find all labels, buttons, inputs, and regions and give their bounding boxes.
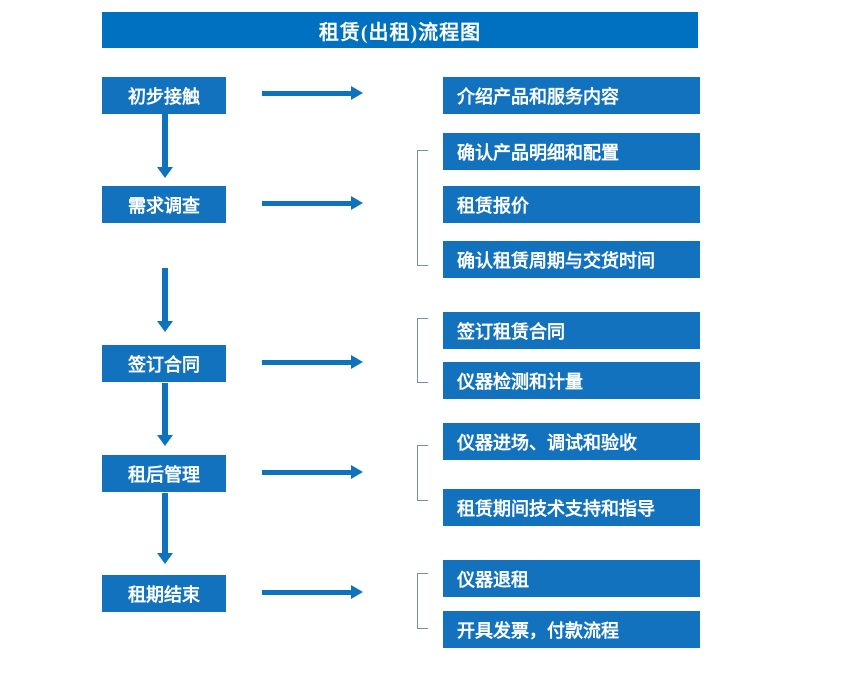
detail-box-1-1[interactable]: 介绍产品和服务内容 xyxy=(443,77,700,114)
detail-box-2-3[interactable]: 确认租赁周期与交货时间 xyxy=(443,241,700,278)
arrow-shaft xyxy=(262,360,351,365)
detail-box-5-1[interactable]: 仪器退租 xyxy=(443,560,700,597)
flow-arrow-down-2 xyxy=(157,268,173,332)
group-bracket-5 xyxy=(417,573,428,629)
detail-box-3-2[interactable]: 仪器检测和计量 xyxy=(443,362,700,399)
stage-box-3[interactable]: 签订合同 xyxy=(102,345,226,382)
arrow-shaft xyxy=(262,470,351,475)
flow-arrow-down-4 xyxy=(157,493,173,564)
arrow-shaft xyxy=(162,268,168,321)
arrow-head xyxy=(157,553,173,564)
flow-arrow-right-2 xyxy=(262,196,363,210)
flow-arrow-down-1 xyxy=(157,114,173,178)
arrow-shaft xyxy=(162,493,168,553)
stage-box-4[interactable]: 租后管理 xyxy=(102,455,226,492)
stage-box-1[interactable]: 初步接触 xyxy=(102,77,226,114)
arrow-head xyxy=(157,167,173,178)
flow-arrow-down-3 xyxy=(157,383,173,446)
detail-box-2-2[interactable]: 租赁报价 xyxy=(443,186,700,223)
stage-box-2[interactable]: 需求调查 xyxy=(102,186,226,223)
detail-box-5-2[interactable]: 开具发票，付款流程 xyxy=(443,611,700,648)
diagram-title: 租赁(出租)流程图 xyxy=(102,12,698,48)
arrow-head xyxy=(351,465,363,479)
arrow-head xyxy=(351,86,363,100)
group-bracket-4 xyxy=(417,445,428,501)
arrow-shaft xyxy=(162,114,168,167)
group-bracket-2 xyxy=(417,150,428,266)
arrow-head xyxy=(351,196,363,210)
arrow-head xyxy=(157,435,173,446)
flow-arrow-right-1 xyxy=(262,86,363,100)
flow-arrow-right-4 xyxy=(262,465,363,479)
arrow-shaft xyxy=(162,383,168,435)
detail-box-4-1[interactable]: 仪器进场、调试和验收 xyxy=(443,423,700,460)
arrow-shaft xyxy=(262,201,351,206)
flow-arrow-right-3 xyxy=(262,355,363,369)
group-bracket-3 xyxy=(417,318,428,383)
arrow-head xyxy=(351,355,363,369)
arrow-shaft xyxy=(262,590,351,595)
detail-box-3-1[interactable]: 签订租赁合同 xyxy=(443,312,700,349)
detail-box-2-1[interactable]: 确认产品明细和配置 xyxy=(443,133,700,170)
stage-box-5[interactable]: 租期结束 xyxy=(102,575,226,612)
arrow-head xyxy=(351,585,363,599)
arrow-shaft xyxy=(262,91,351,96)
arrow-head xyxy=(157,321,173,332)
detail-box-4-2[interactable]: 租赁期间技术支持和指导 xyxy=(443,489,700,526)
flow-arrow-right-5 xyxy=(262,585,363,599)
